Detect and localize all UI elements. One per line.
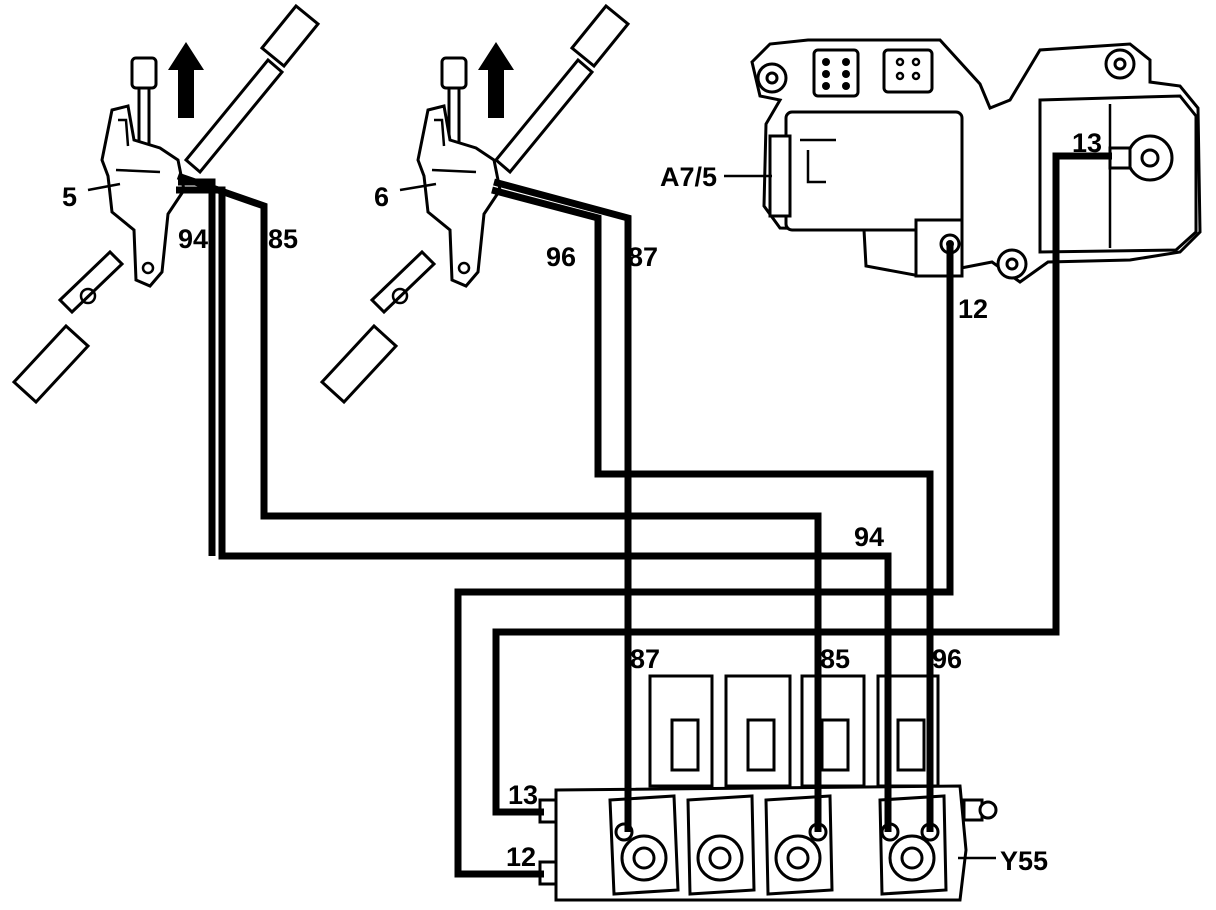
line-13-block-label: 13 [508,780,538,810]
line-12-actuator-label: 12 [958,294,988,324]
arrow-up-icon [168,42,204,118]
line-85 [176,172,822,832]
valve-face-2 [686,794,756,896]
line-13 [492,152,1112,816]
block-label: Y55 [1000,846,1048,876]
line-96-block-label: 96 [932,644,962,674]
line-85-top-label: 85 [268,224,298,254]
line-96-top-label: 96 [546,242,576,272]
line-12 [454,244,954,878]
arrow-up-icon [478,42,514,118]
switch-6-assembly [319,3,631,405]
switch-5-label: 5 [62,182,77,212]
valve-face-3 [764,794,834,896]
line-12-block-label: 12 [506,842,536,872]
line-94-mid-label: 94 [854,522,884,552]
line-94-top-label: 94 [178,224,208,254]
switch-5-assembly [11,3,321,405]
line-13-actuator-label: 13 [1072,128,1102,158]
line-87 [493,178,632,832]
line-85-block-label: 85 [820,644,850,674]
valve-face-1 [608,794,680,896]
line-94 [176,186,892,832]
line-87-top-label: 87 [628,242,658,272]
line-87-block-label: 87 [630,644,660,674]
actuator-a7-5 [724,38,1202,284]
switch-6-label: 6 [374,182,389,212]
valve-block-y55 [538,674,998,902]
actuator-label: A7/5 [660,162,717,192]
